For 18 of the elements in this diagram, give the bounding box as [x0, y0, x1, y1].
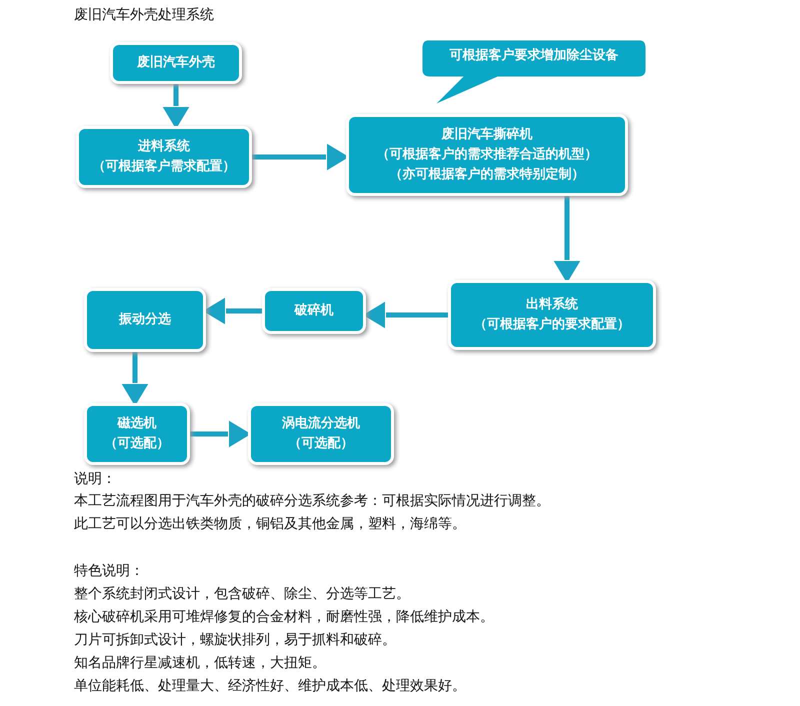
- note-text: 刀片可拆卸式设计，螺旋状排列，易于抓料和破碎。: [74, 631, 396, 649]
- note-text: 知名品牌行星减速机，低转速，大扭矩。: [74, 654, 326, 672]
- process-box: 破碎机: [262, 288, 366, 334]
- process-box: 涡电流分选机 （可选配）: [248, 403, 394, 465]
- process-box: 振动分选: [84, 288, 206, 352]
- process-box: 废旧汽车撕碎机 （可根据客户的需求推荐合适的机型） （亦可根据客户的需求特别定制）: [346, 114, 628, 196]
- process-box: 出料系统 （可根据客户的要求配置）: [448, 280, 656, 350]
- process-box: 磁选机 （可选配）: [84, 403, 190, 465]
- heading: 特色说明：: [74, 562, 144, 580]
- note-text: 单位能耗低、处理量大、经济性好、维护成本低、处理效果好。: [74, 677, 466, 695]
- note-text: 核心破碎机采用可堆焊修复的合金材料，耐磨性强，降低维护成本。: [74, 608, 494, 626]
- title: 废旧汽车外壳处理系统: [74, 6, 214, 24]
- note-text: 此工艺可以分选出铁类物质，铜铝及其他金属，塑料，海绵等。: [74, 515, 466, 533]
- note-text: 整个系统封闭式设计，包含破碎、除尘、分选等工艺。: [74, 585, 410, 603]
- process-box: 进料系统 （可根据客户需求配置）: [76, 126, 252, 188]
- heading: 说明：: [74, 470, 116, 488]
- process-box: 废旧汽车外壳: [110, 42, 242, 84]
- note-text: 本工艺流程图用于汽车外壳的破碎分选系统参考：可根据实际情况进行调整。: [74, 492, 550, 510]
